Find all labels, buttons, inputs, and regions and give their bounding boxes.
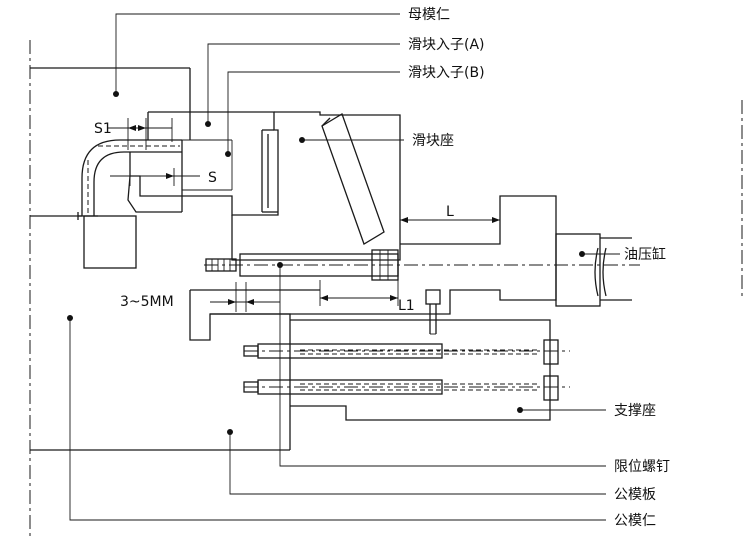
support-bolts <box>243 339 570 401</box>
piston-rod <box>204 249 640 281</box>
slider-seat-outline <box>231 111 401 261</box>
gap-label: 3~5MM <box>120 294 174 310</box>
mold-left-outline <box>29 40 743 537</box>
label-hydraulic-cylinder: 油压缸 <box>624 246 666 263</box>
l1-label: L1 <box>398 298 415 314</box>
cylinder-block <box>400 195 632 315</box>
s1-dimension <box>108 118 173 150</box>
label-limit-screw: 限位螺钉 <box>614 459 670 475</box>
label-slider-insert-a: 滑块入子(A) <box>408 36 485 53</box>
slider-insert-a-outline <box>147 111 279 216</box>
label-support-seat: 支撑座 <box>614 403 656 419</box>
s-label: S <box>208 170 217 186</box>
label-mother-core: 母模仁 <box>408 7 450 23</box>
angle-pin <box>321 113 385 245</box>
male-plate-outline <box>189 290 551 450</box>
label-slider-insert-b: 滑块入子(B) <box>408 64 485 81</box>
limit-screw-vertical <box>425 289 441 335</box>
label-slider-seat: 滑块座 <box>412 132 454 149</box>
l1-dimension <box>319 280 399 306</box>
leader-lines <box>67 13 620 521</box>
gap-dimension <box>190 282 320 312</box>
label-male-mold-plate: 公模板 <box>614 487 656 503</box>
product-wall <box>77 139 182 269</box>
l-label: L <box>446 204 454 220</box>
s1-label: S1 <box>94 121 112 137</box>
s-dimension <box>110 168 200 186</box>
l-dimension <box>399 212 501 240</box>
label-male-core: 公模仁 <box>614 513 656 529</box>
